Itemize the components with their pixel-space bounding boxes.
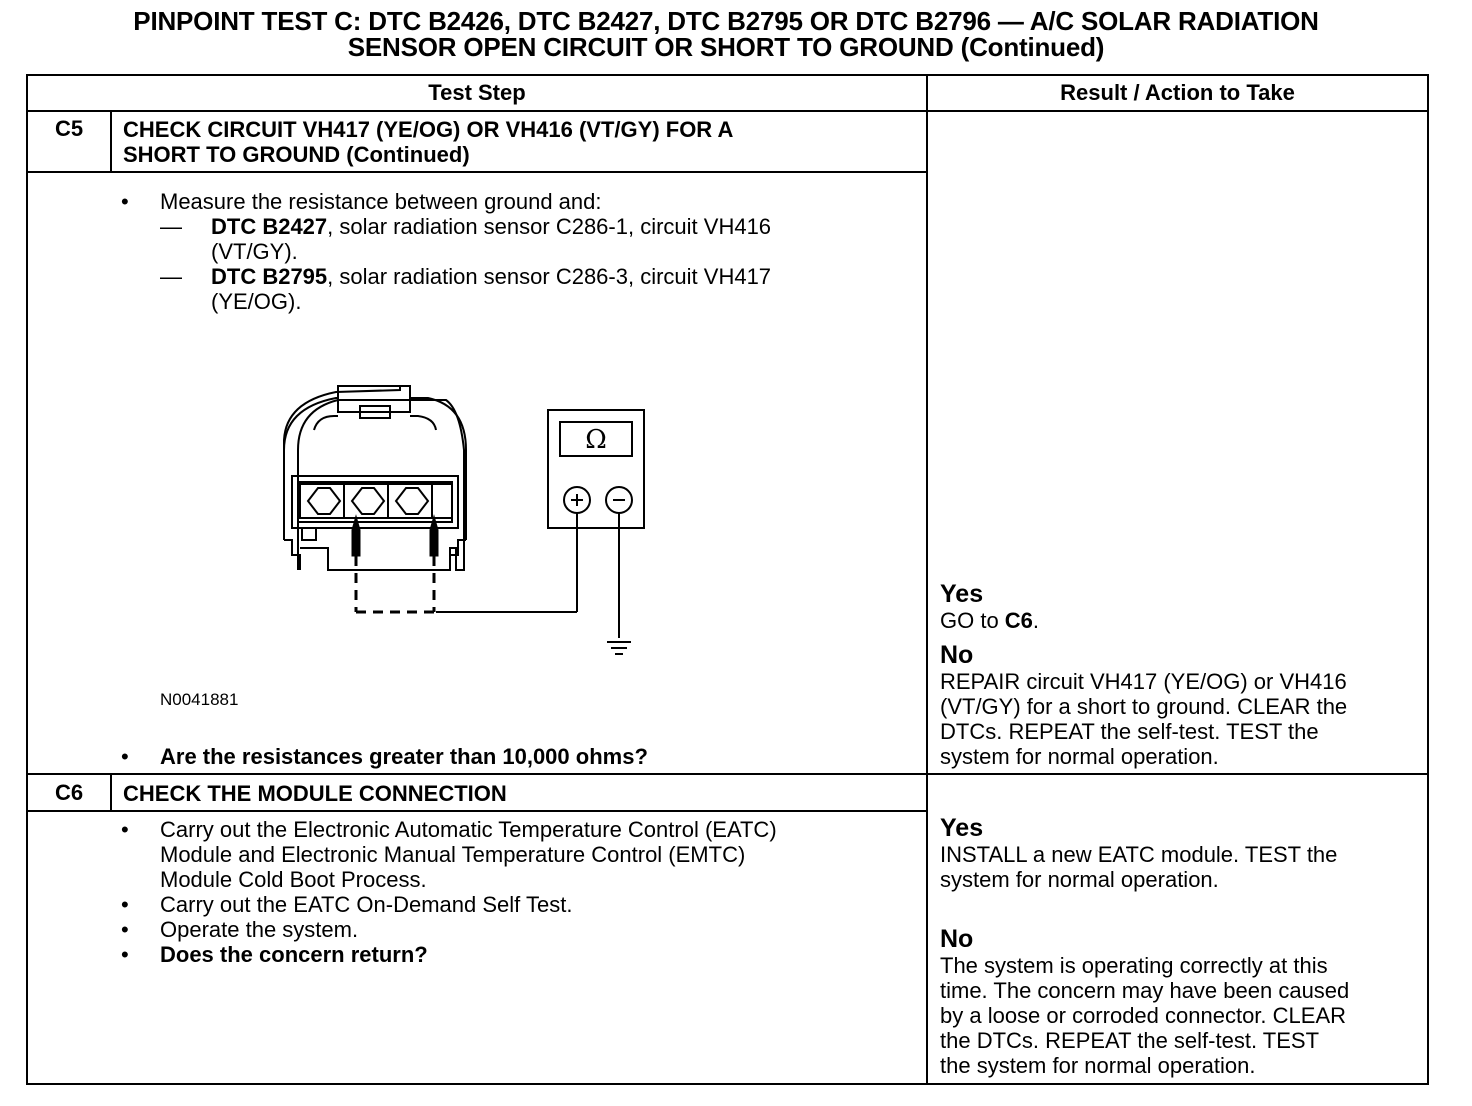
c5-no-line3: DTCs. REPEAT the self-test. TEST the: [940, 719, 1319, 744]
pinpoint-table: [26, 74, 1429, 1085]
c5-no-label: No: [940, 641, 974, 669]
title-line-2: SENSOR OPEN CIRCUIT OR SHORT TO GROUND (…: [347, 32, 1105, 62]
c5-sub2-line1: DTC B2795, solar radiation sensor C286-3…: [211, 264, 771, 289]
bullet-c5-question: •: [121, 744, 129, 769]
step-id-divider-c5: [110, 110, 112, 173]
step-id-c5: C5: [54, 116, 84, 141]
bullet-c6-3: •: [121, 917, 129, 942]
bullet-c6-1: •: [121, 817, 129, 842]
probe-tip-2: [429, 514, 439, 557]
page-title: PINPOINT TEST C: DTC B2426, DTC B2427, D…: [0, 8, 1452, 60]
c5-yes-label: Yes: [940, 580, 984, 608]
c5-title-rule: [26, 171, 927, 173]
c5-no-line1: REPAIR circuit VH417 (YE/OG) or VH416: [940, 669, 1347, 694]
ohmmeter-display: [559, 421, 633, 457]
c5-sub1-rest: , solar radiation sensor C286-1, circuit…: [327, 214, 772, 239]
c6-no-line5: the system for normal operation.: [940, 1053, 1256, 1078]
c6-title-rule: [26, 810, 927, 812]
bullet-c5-1: •: [121, 189, 129, 214]
figure-id: N0041881: [160, 690, 239, 709]
c6-question: Does the concern return?: [160, 942, 428, 967]
ohmmeter-body: [547, 409, 645, 529]
c5-no-line2: (VT/GY) for a short to ground. CLEAR the: [940, 694, 1348, 719]
c6-b1-line2: Module and Electronic Manual Temperature…: [160, 842, 746, 867]
c5-sub2-rest: , solar radiation sensor C286-3, circuit…: [327, 264, 772, 289]
c6-yes-line1: INSTALL a new EATC module. TEST the: [940, 842, 1338, 867]
dash-c5-2: —: [160, 264, 182, 289]
step-title-c5-line2: SHORT TO GROUND (Continued): [123, 142, 470, 167]
c5-yes-post: .: [1032, 608, 1040, 633]
col-header-result: Result / Action to Take: [1060, 80, 1295, 105]
column-divider: [926, 74, 928, 1085]
c6-no-line4: the DTCs. REPEAT the self-test. TEST: [940, 1028, 1320, 1053]
connector-body: [297, 399, 465, 571]
ohm-symbol: Ω: [585, 425, 607, 455]
col-header-test-step: Test Step: [428, 80, 526, 105]
step-id-c6: C6: [54, 780, 84, 805]
c6-b3: Operate the system.: [160, 917, 359, 942]
c5-sub1-line2: (VT/GY).: [211, 239, 298, 264]
c6-b1-line3: Module Cold Boot Process.: [160, 867, 427, 892]
connector-ohmmeter-figure: Ω: [283, 385, 645, 655]
c6-b2: Carry out the EATC On-Demand Self Test.: [160, 892, 573, 917]
c5-yes-step: C6: [1004, 608, 1033, 633]
c6-yes-line2: system for normal operation.: [940, 867, 1219, 892]
probe-tip-1: [351, 514, 361, 557]
c5-sub2-line2: (YE/OG).: [211, 289, 302, 314]
c5-c6-rule: [26, 773, 1429, 775]
c6-no-label: No: [940, 925, 974, 953]
c5-yes-pre: GO to: [940, 608, 1005, 633]
c5-no-line4: system for normal operation.: [940, 744, 1219, 769]
c5-sub2-dtc: DTC B2795: [211, 264, 328, 289]
header-rule: [26, 110, 1429, 112]
bullet-c6-2: •: [121, 892, 129, 917]
c6-b1-line1: Carry out the Electronic Automatic Tempe…: [160, 817, 777, 842]
c5-sub1-line1: DTC B2427, solar radiation sensor C286-1…: [211, 214, 771, 239]
c5-question: Are the resistances greater than 10,000 …: [160, 744, 648, 769]
c5-measure-text: Measure the resistance between ground an…: [160, 189, 602, 214]
title-line-1: PINPOINT TEST C: DTC B2426, DTC B2427, D…: [133, 6, 1319, 36]
c6-no-line3: by a loose or corroded connector. CLEAR: [940, 1003, 1347, 1028]
step-id-divider-c6: [110, 774, 112, 812]
dash-c5-1: —: [160, 214, 182, 239]
c5-sub1-dtc: DTC B2427: [211, 214, 328, 239]
c6-no-line2: time. The concern may have been caused: [940, 978, 1350, 1003]
step-title-c6: CHECK THE MODULE CONNECTION: [123, 781, 507, 806]
ground-symbol: [607, 641, 631, 655]
step-title-c5-line1: CHECK CIRCUIT VH417 (YE/OG) OR VH416 (VT…: [123, 117, 734, 142]
c6-no-line1: The system is operating correctly at thi…: [940, 953, 1328, 978]
c6-yes-label: Yes: [940, 814, 984, 842]
bullet-c6-4: •: [121, 942, 129, 967]
c5-yes-text: GO to C6.: [940, 608, 1039, 633]
